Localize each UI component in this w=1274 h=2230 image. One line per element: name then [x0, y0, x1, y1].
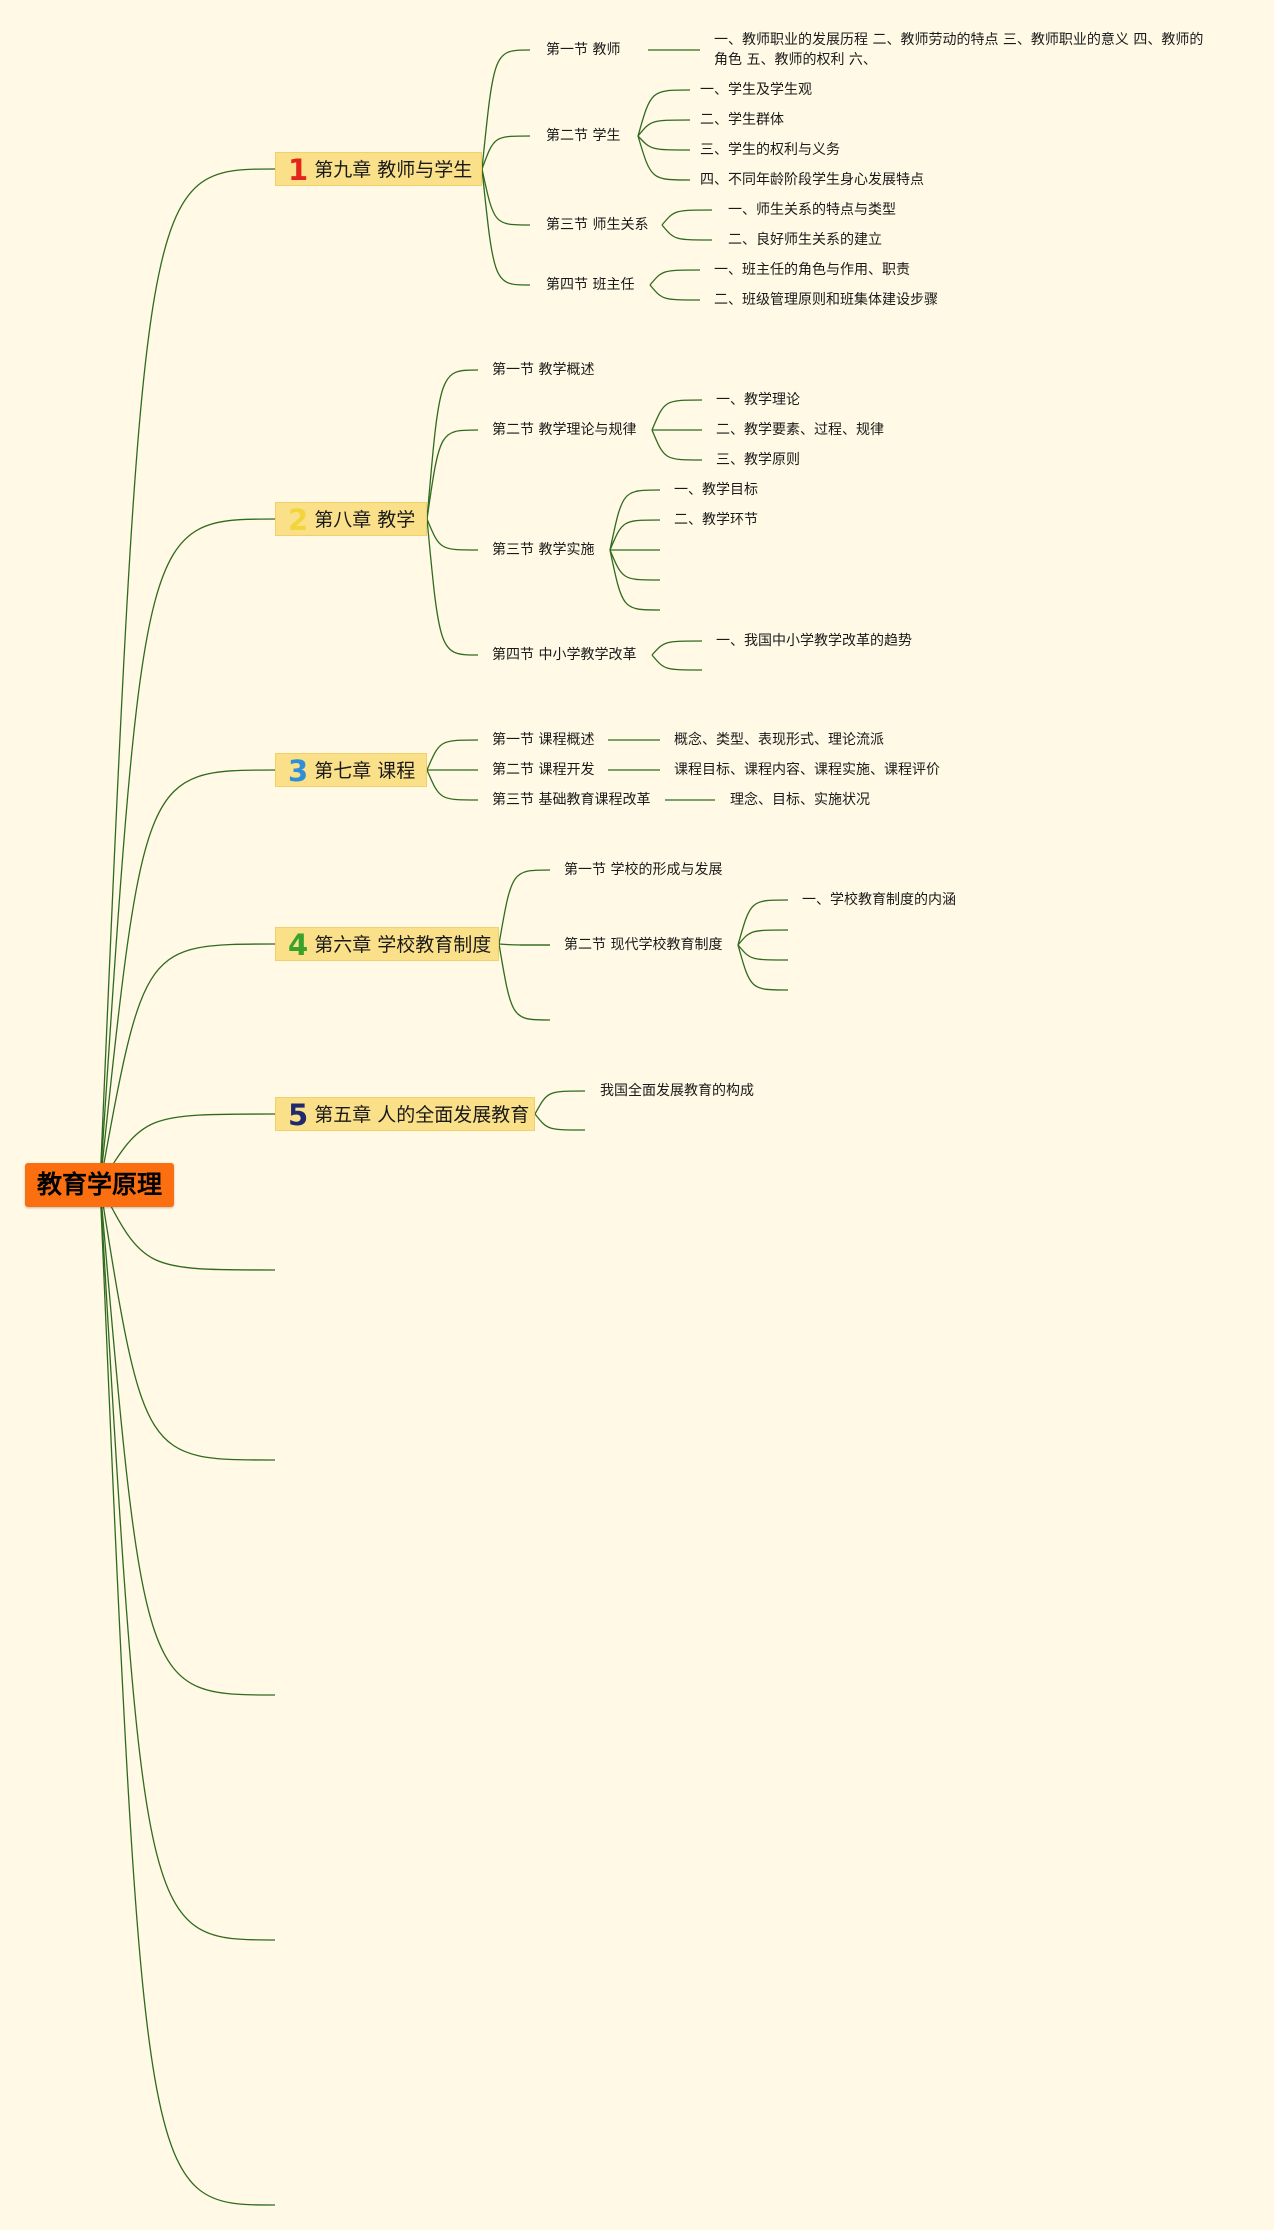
connector-curve: [534, 1113, 586, 1131]
connector-curve: [426, 739, 479, 771]
connector-curve: [99, 1184, 276, 2206]
connector-curve: [99, 1184, 276, 1941]
connector-curve: [609, 489, 661, 551]
connector-curve: [99, 1113, 276, 1186]
topic-node[interactable]: 理念、目标、实施状况: [730, 792, 870, 808]
connector-curve: [426, 369, 479, 520]
section-node[interactable]: 第三节 基础教育课程改革: [492, 792, 651, 808]
connector-curve: [99, 1184, 276, 1696]
topic-node[interactable]: 二、教学要素、过程、规律: [716, 422, 884, 438]
root-node[interactable]: 教育学原理: [25, 1163, 174, 1207]
connector-curve: [99, 1184, 276, 1271]
connector-curve: [481, 168, 531, 226]
topic-node[interactable]: 一、我国中小学教学改革的趋势: [716, 633, 912, 649]
connector-curve: [481, 49, 531, 170]
connector-curve: [637, 135, 691, 181]
connector-curve: [609, 519, 661, 551]
topic-node[interactable]: 四、不同年龄阶段学生身心发展特点: [700, 172, 924, 188]
connector-curve: [651, 640, 703, 656]
connector-curve: [737, 944, 789, 961]
topic-node[interactable]: 一、教学理论: [716, 392, 800, 408]
section-node[interactable]: 第一节 教师: [546, 42, 621, 58]
topic-node[interactable]: 三、教学原则: [716, 452, 800, 468]
section-node[interactable]: 第一节 课程概述: [492, 732, 595, 748]
root-label: 教育学原理: [36, 1170, 162, 1199]
connector-curve: [637, 119, 691, 137]
chapter-title: 第七章 课程: [314, 760, 416, 782]
connector-curve: [426, 429, 479, 520]
section-node[interactable]: 第二节 现代学校教育制度: [564, 937, 723, 953]
chapter-number-badge: 3: [288, 754, 309, 788]
section-node[interactable]: 我国全面发展教育的构成: [600, 1083, 754, 1099]
topic-node[interactable]: 二、教学环节: [674, 512, 758, 528]
section-node[interactable]: 第三节 师生关系: [546, 217, 649, 233]
topic-node[interactable]: 二、学生群体: [700, 112, 784, 128]
connector-curve: [661, 224, 713, 241]
topic-node[interactable]: 一、学生及学生观: [700, 82, 812, 98]
connector-curve: [737, 944, 789, 991]
connector-curve: [99, 943, 276, 1186]
section-node[interactable]: 第二节 课程开发: [492, 762, 595, 778]
connector-curve: [637, 135, 691, 151]
connector-curve: [651, 654, 703, 671]
connector-curve: [609, 549, 661, 581]
connector-curve: [99, 1184, 276, 1461]
connector-curve: [534, 1090, 586, 1115]
chapter-number-badge: 2: [288, 503, 309, 537]
section-node[interactable]: 第三节 教学实施: [492, 542, 595, 558]
chapter-title: 第六章 学校教育制度: [314, 934, 492, 956]
topic-node[interactable]: 二、良好师生关系的建立: [728, 232, 882, 248]
connector-curve: [426, 518, 479, 656]
connector-curve: [737, 929, 789, 946]
topic-node[interactable]: 课程目标、课程内容、课程实施、课程评价: [674, 762, 940, 778]
chapter-number-badge: 5: [288, 1098, 309, 1132]
section-node[interactable]: 第二节 教学理论与规律: [492, 422, 637, 438]
connector-curve: [99, 518, 276, 1186]
topic-node[interactable]: 一、班主任的角色与作用、职责: [714, 262, 910, 278]
connector-curve: [426, 518, 479, 551]
connector-curve: [99, 769, 276, 1186]
chapter-title: 第八章 教学: [314, 509, 416, 531]
topic-node[interactable]: 三、学生的权利与义务: [700, 142, 840, 158]
section-node[interactable]: 第一节 教学概述: [492, 362, 595, 378]
chapter-number-badge: 4: [288, 928, 309, 962]
topic-node[interactable]: 一、教学目标: [674, 482, 758, 498]
section-node[interactable]: 第二节 学生: [546, 128, 621, 144]
connector-curve: [649, 284, 701, 301]
connector-curve: [426, 769, 479, 801]
chapter-title: 第九章 教师与学生: [314, 159, 473, 181]
connector-curve: [609, 549, 661, 611]
connector-curve: [651, 429, 703, 461]
connector-curve: [651, 399, 703, 431]
section-node[interactable]: 第一节 学校的形成与发展: [564, 862, 723, 878]
connector-curve: [498, 869, 551, 945]
connector-curve: [99, 168, 276, 1186]
topic-node[interactable]: 一、师生关系的特点与类型: [728, 202, 896, 218]
connector-curve: [481, 168, 531, 286]
connector-curve: [649, 269, 701, 286]
chapter-title: 第五章 人的全面发展教育: [314, 1104, 530, 1126]
connector-curve: [498, 943, 551, 1021]
topic-node[interactable]: 二、班级管理原则和班集体建设步骤: [714, 292, 938, 308]
connector-curve: [481, 135, 531, 170]
chapter-number-badge: 1: [288, 153, 309, 187]
topic-node[interactable]: 一、教师职业的发展历程 二、教师劳动的特点 三、教师职业的意义 四、教师的角色 …: [714, 32, 1204, 68]
connector-curve: [661, 209, 713, 226]
section-node[interactable]: 第四节 中小学教学改革: [492, 647, 637, 663]
connector-curve: [637, 89, 691, 137]
connector-curve: [737, 899, 789, 946]
section-node[interactable]: 第四节 班主任: [546, 277, 635, 293]
topic-node[interactable]: 一、学校教育制度的内涵: [802, 892, 956, 908]
topic-node[interactable]: 概念、类型、表现形式、理论流派: [674, 732, 884, 748]
